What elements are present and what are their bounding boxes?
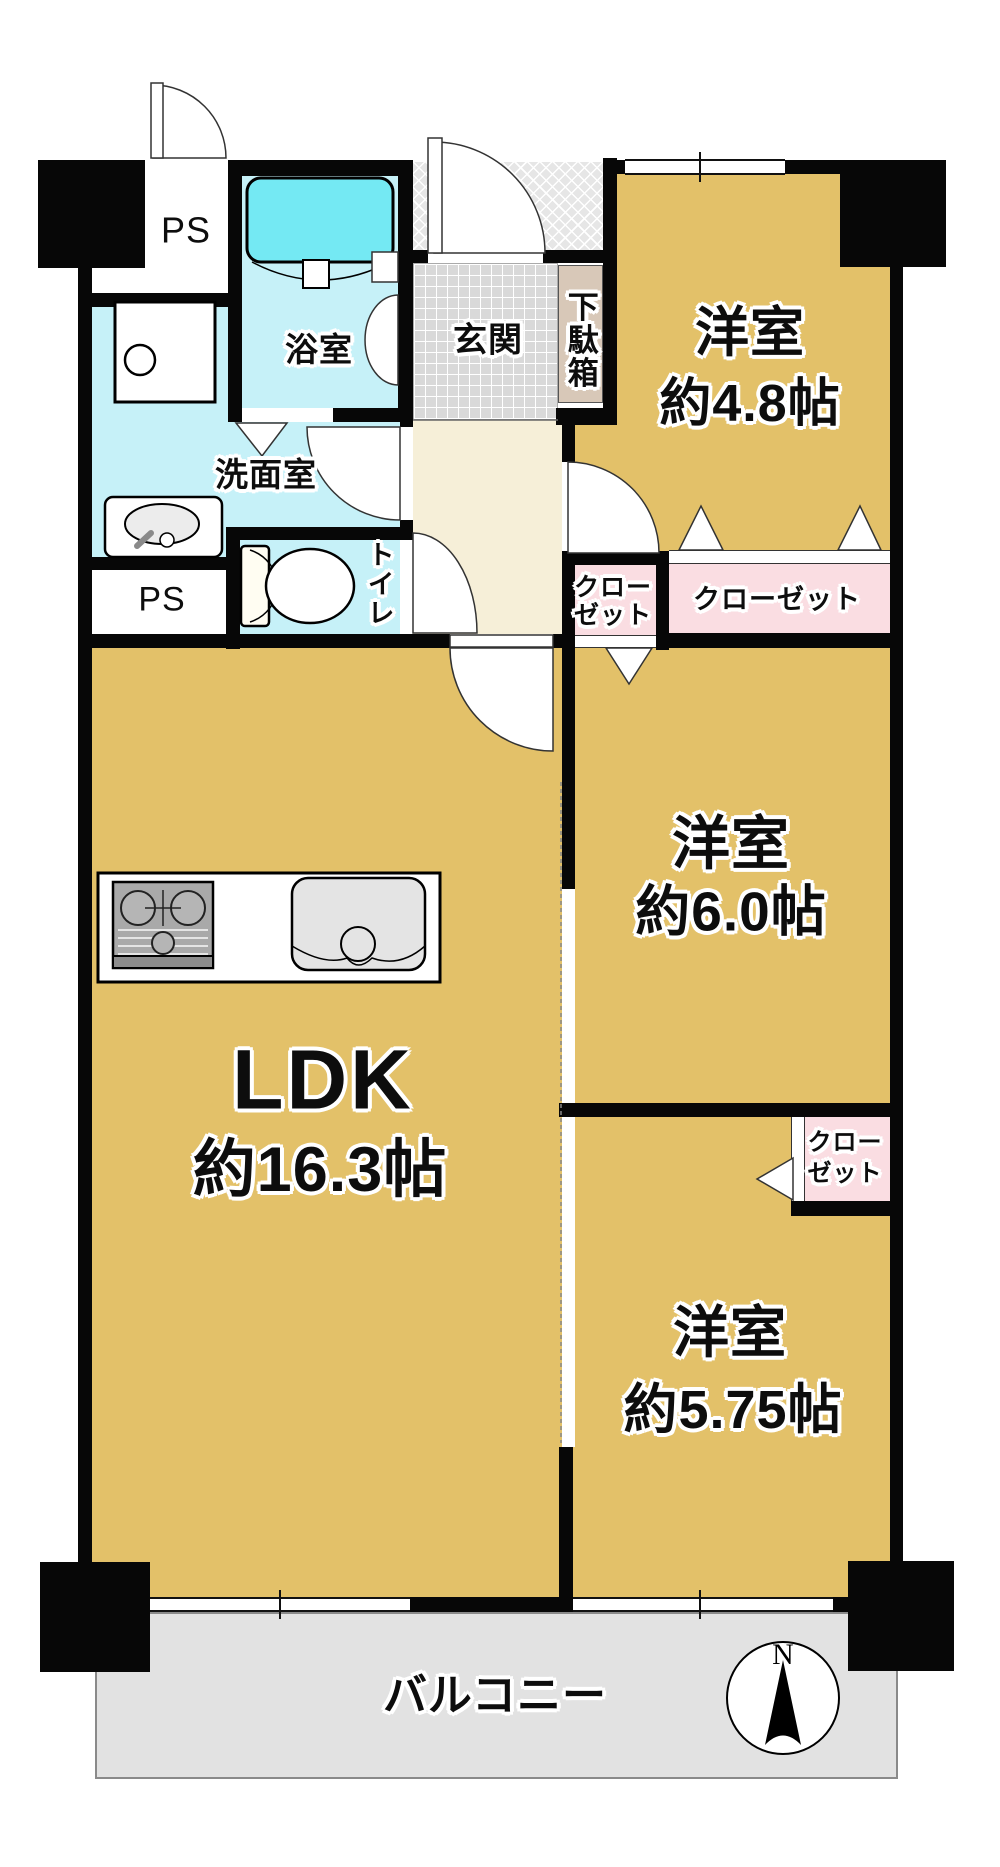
wall [78,268,92,1562]
window-ldk [150,1597,410,1612]
wall [92,557,226,570]
door-leaf-pipe-space [150,82,164,159]
wall [228,160,413,176]
wall [656,633,890,648]
label-bedroom2-size: 約6.0帖 [635,880,827,943]
door-swing-pipe-space [152,84,227,159]
label-bedroom3-size: 約5.75帖 [623,1379,843,1440]
closet1-floor [575,565,656,635]
label-closet1-line2: ゼット [573,601,653,630]
wall [78,634,450,648]
wall [38,160,145,268]
label-washroom: 洗面室 [215,456,317,494]
room-bedroom2-floor [575,648,890,1103]
shoe-cabinet [558,265,603,403]
closet3-door-band [791,1117,805,1201]
wall [40,1562,150,1672]
wall [559,1103,890,1117]
entrance-floor [413,263,558,420]
wall [562,553,575,889]
wall [562,551,657,565]
wall [603,160,625,174]
wall [543,250,617,263]
wall [833,1597,848,1612]
wall [226,527,413,540]
label-shoe-cabinet: 下駄箱 [562,290,598,390]
sliding-partition-gap [562,889,575,1447]
wall [228,408,240,422]
wall [410,1597,573,1612]
room-bedroom1-floor-lower [575,425,890,553]
wall [603,158,617,425]
label-ldk-name: LDK [232,1032,414,1127]
bathroom-floor [242,176,398,408]
window-bedroom3 [573,1597,833,1612]
label-bedroom3-name: 洋室 [673,1300,787,1364]
wall [848,1561,954,1671]
wall [413,250,428,263]
wall [890,267,903,1561]
hallway-floor [413,420,562,634]
label-closet1-line1: クロー [573,573,653,602]
wall [656,551,669,650]
wall [400,420,413,427]
wall [398,160,413,422]
label-pipe-space-bottom: PS [138,580,186,619]
room-ldk-floor [92,648,562,1597]
label-bedroom1-name: 洋室 [695,302,805,363]
wall [559,1447,573,1612]
wall [226,527,240,649]
bedroom1-door-gap [562,462,575,553]
label-closet3-line2: ゼット [807,1160,883,1188]
wall [791,1201,890,1216]
wall [78,293,228,307]
entrance-porch [413,162,603,252]
label-balcony: バルコニー [382,1671,608,1721]
closet2-floor [669,564,890,633]
label-bedroom2-name: 洋室 [671,811,791,877]
wall [556,408,617,425]
wall [785,160,840,174]
label-closet2: クローゼット [693,584,861,615]
closet3-floor [805,1117,890,1201]
label-toilet: トイレ [363,540,394,628]
bathroom-door-gap [238,408,333,422]
wall [400,520,413,533]
label-bedroom1-size: 約4.8帖 [659,374,841,433]
wall [228,160,242,422]
closet2-door-band [669,550,890,564]
wall [840,160,946,267]
label-ldk-size: 約16.3帖 [192,1134,448,1205]
label-bathroom: 浴室 [285,331,353,369]
pipe-space-bottom-floor [92,570,226,635]
wall [333,408,413,422]
wall [78,1597,150,1612]
closet1-door-band [575,635,656,648]
label-entrance: 玄関 [453,321,523,360]
wall [553,634,563,648]
window-bedroom1 [625,159,785,175]
label-closet3-line1: クロー [807,1129,883,1157]
wall [562,425,575,462]
ldk-door-gap [450,634,553,648]
label-pipe-space-top: PS [160,209,212,251]
